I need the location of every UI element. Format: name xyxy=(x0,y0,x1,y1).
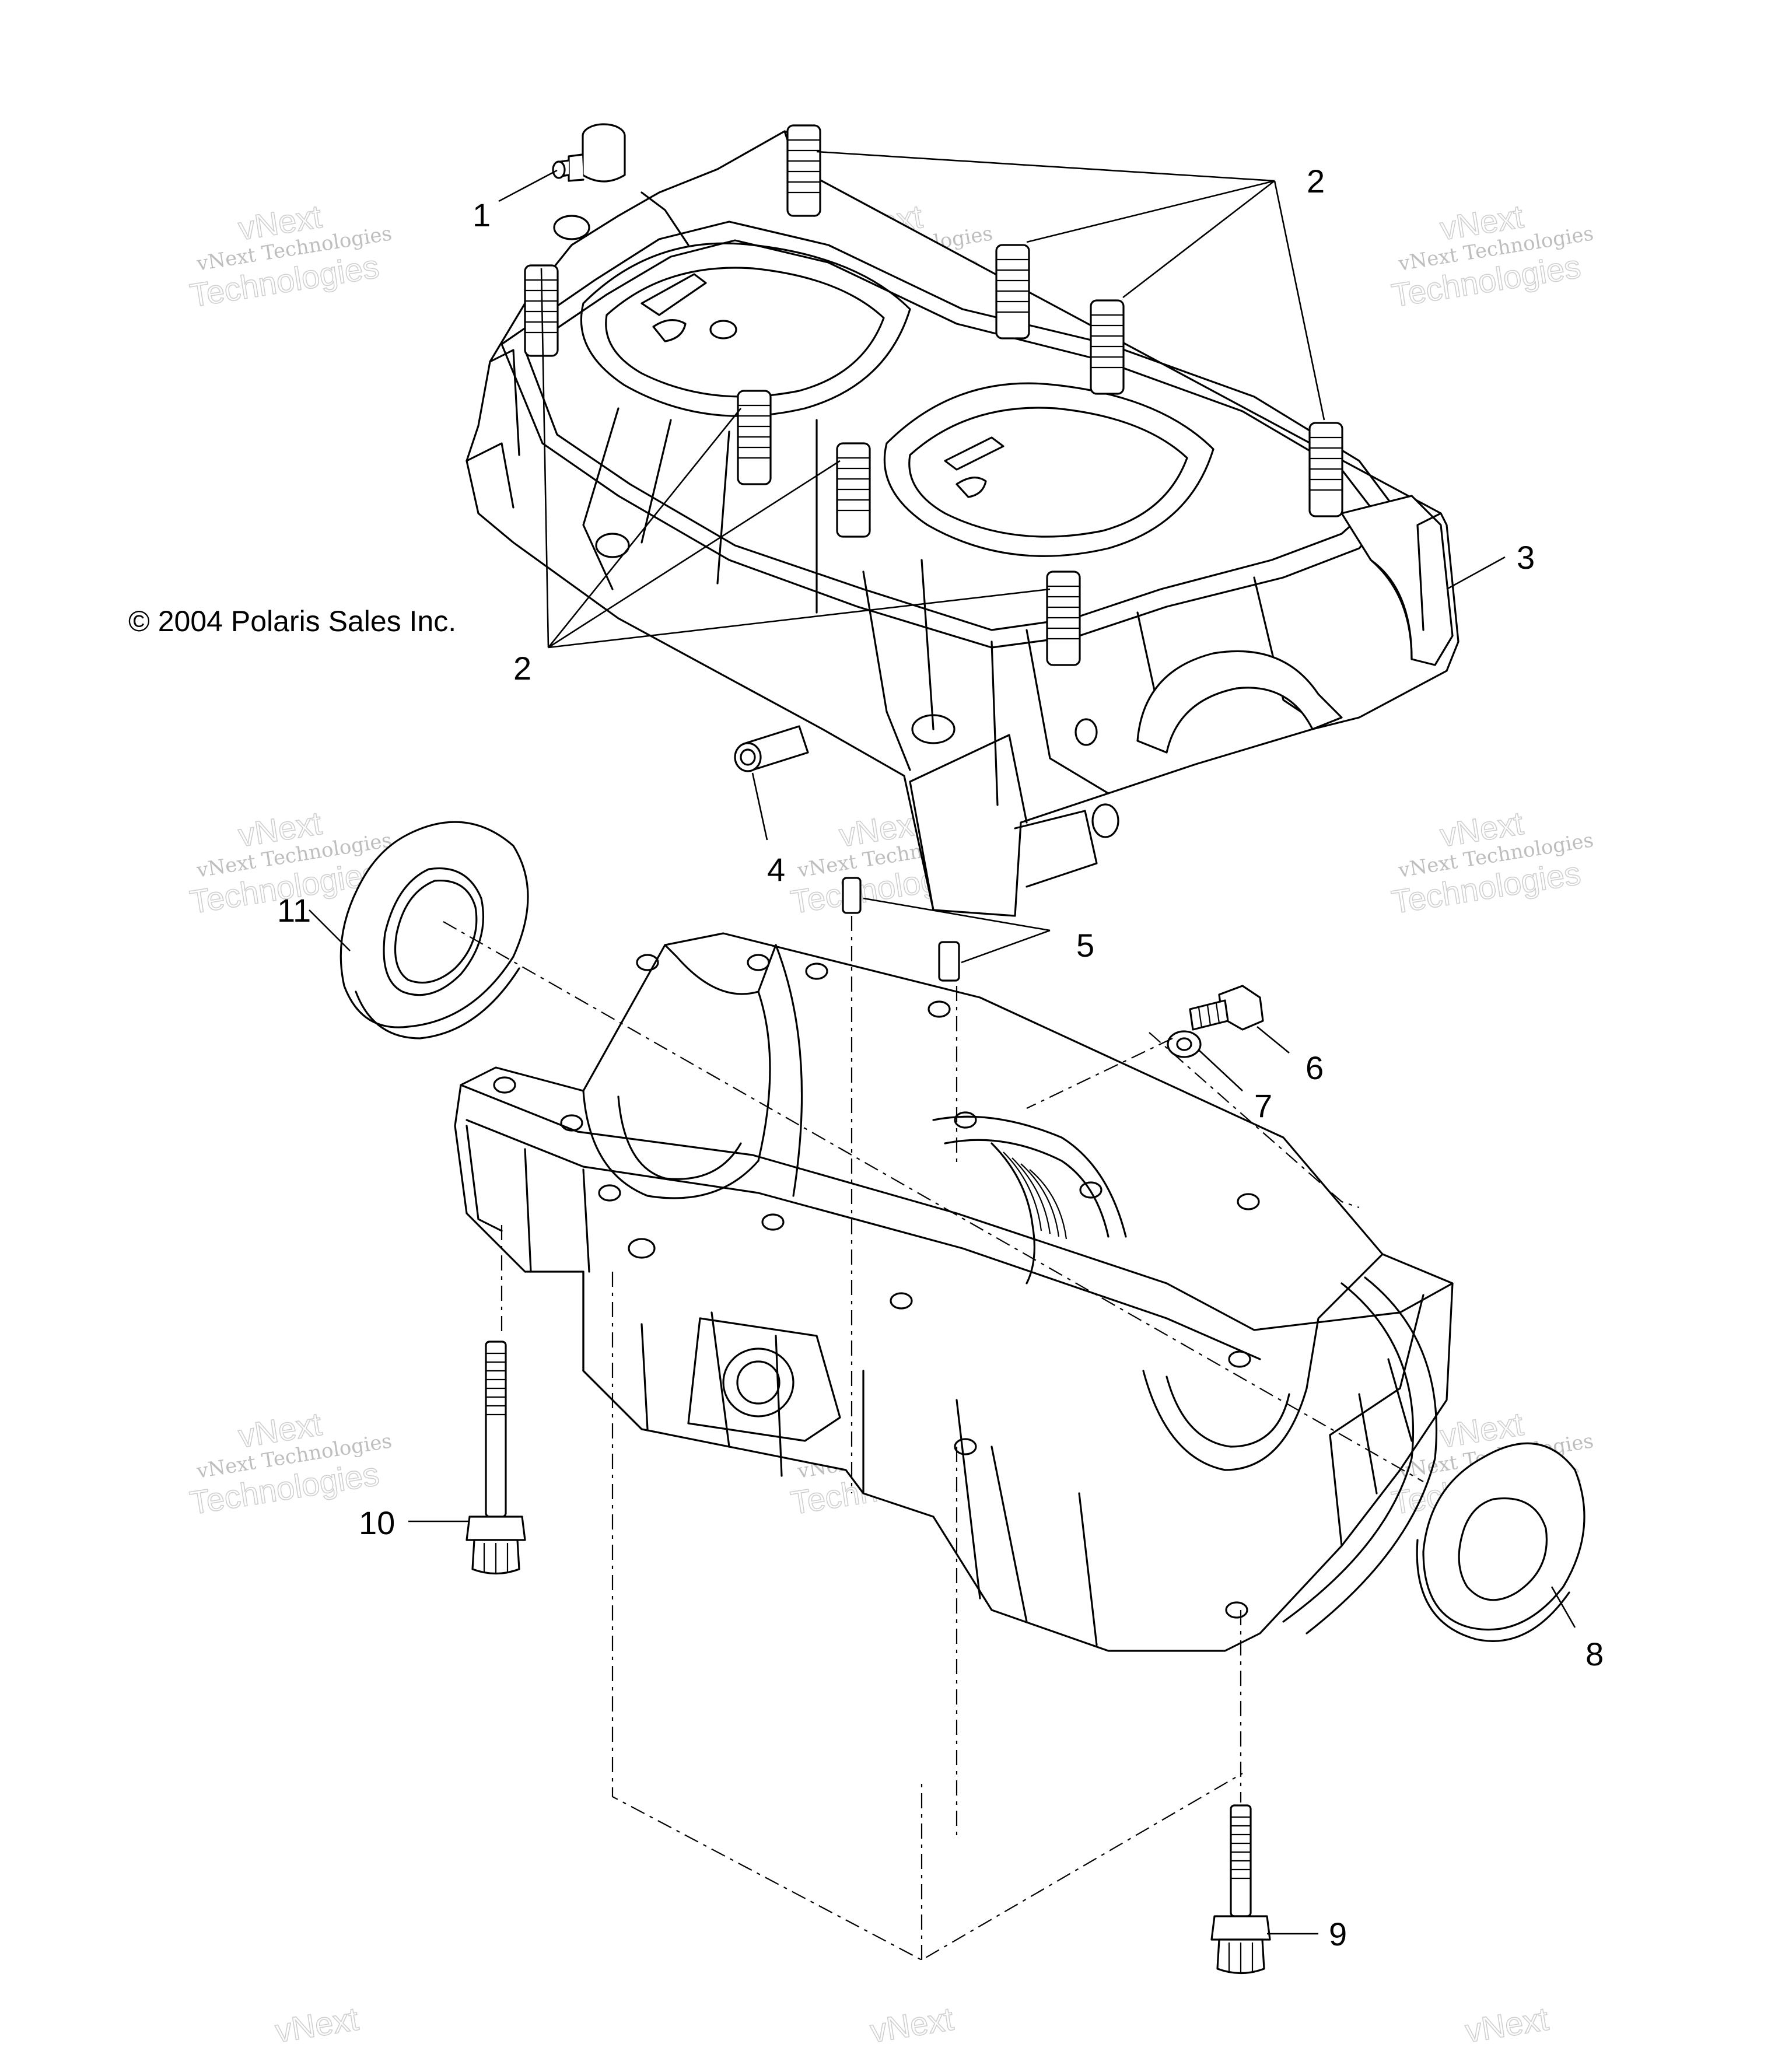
stud xyxy=(1308,422,1343,517)
callout-6: 6 xyxy=(1306,1049,1324,1086)
watermark-3: vNext vNext Technologies Technologies xyxy=(1388,197,1595,314)
part-1-fitting xyxy=(552,123,626,183)
part-5-dowels xyxy=(842,877,960,982)
leader-lines xyxy=(309,150,1576,1935)
part-8-seal xyxy=(1416,1442,1586,1642)
part-11-seal xyxy=(340,821,529,1040)
callout-8: 8 xyxy=(1586,1636,1604,1672)
svg-text:vNext: vNext xyxy=(1462,2000,1551,2050)
callout-10: 10 xyxy=(359,1504,395,1541)
callout-3: 3 xyxy=(1517,539,1535,576)
watermark-1: vNext vNext Technologies Technologies xyxy=(187,197,393,314)
part-3-upper-crankcase xyxy=(466,130,1460,917)
svg-text:vNext: vNext xyxy=(867,2000,956,2050)
part-2-studs xyxy=(524,124,1343,666)
stud xyxy=(1046,570,1081,666)
callout-7: 7 xyxy=(1254,1087,1272,1124)
lower-crankcase xyxy=(454,932,1454,1652)
callout-1: 1 xyxy=(473,197,491,233)
stud xyxy=(1090,299,1125,395)
stud xyxy=(786,124,821,217)
svg-text:vNext: vNext xyxy=(272,2000,361,2050)
part-10-long-bolt xyxy=(466,1340,526,1575)
callout-11: 11 xyxy=(277,892,311,929)
callout-5: 5 xyxy=(1076,927,1094,964)
part-4-pin xyxy=(734,725,809,772)
stud xyxy=(836,442,871,538)
watermark-6: vNext vNext Technologies Technologies xyxy=(1388,804,1595,921)
callout-4: 4 xyxy=(767,851,785,888)
watermark-11: vNext xyxy=(867,2000,957,2050)
part-9-bolt xyxy=(1210,1804,1271,1975)
assembly-centerlines xyxy=(443,916,1424,1961)
stud xyxy=(995,244,1030,340)
callout-9: 9 xyxy=(1329,1916,1347,1952)
watermark-7: vNext vNext Technologies Technologies xyxy=(187,1405,393,1522)
callout-2-top: 2 xyxy=(1307,163,1325,200)
part-6-bolt xyxy=(1189,985,1264,1031)
stud xyxy=(737,390,772,485)
copyright-notice: © 2004 Polaris Sales Inc. xyxy=(128,605,456,638)
callout-2-bottom: 2 xyxy=(513,650,531,687)
watermark-10: vNext xyxy=(272,2000,362,2050)
part-7-washer xyxy=(1167,1030,1202,1058)
callout-labels: 1 2 2 3 4 5 6 7 8 9 10 11 xyxy=(277,163,1604,1952)
watermark-12: vNext xyxy=(1462,2000,1552,2050)
